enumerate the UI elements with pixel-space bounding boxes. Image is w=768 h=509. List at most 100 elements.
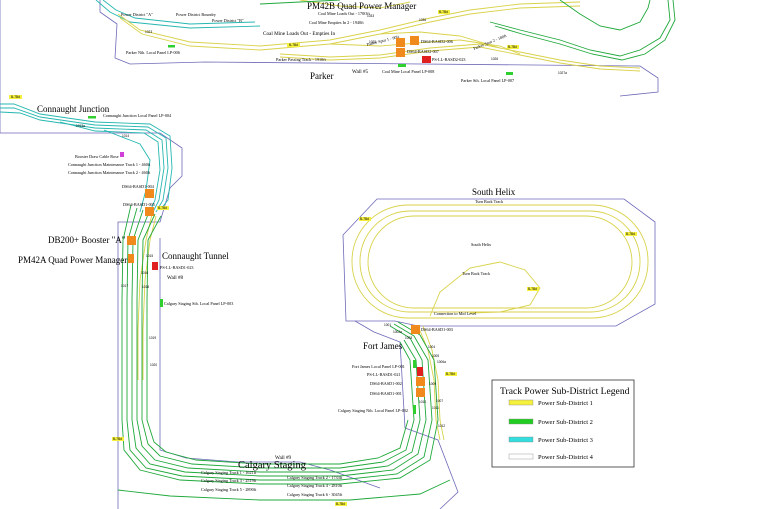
block-tag: B-7Bd: [9, 95, 22, 99]
helix-inner-label: South Helix: [471, 242, 492, 247]
parker-sth-panel[interactable]: [506, 72, 513, 75]
sub-district-1-track: [117, 0, 649, 441]
block-tag: B-7Bd: [438, 10, 450, 14]
legend: Track Power Sub-District Legend Power Su…: [491, 379, 635, 468]
svg-text:B-7Bd: B-7Bd: [626, 232, 635, 236]
cj-panel[interactable]: [88, 116, 96, 119]
svg-text:B-7Bd: B-7Bd: [11, 95, 20, 99]
ds-p3-device[interactable]: [422, 56, 431, 63]
ds-fj2-device[interactable]: [416, 388, 425, 397]
calgary-nth-panel[interactable]: [413, 405, 416, 414]
coal-out-label: Coal Mine Loads Out - 170Oft: [318, 11, 371, 16]
fort-james-boundary: [354, 320, 459, 509]
block-tag: B-7Bd: [287, 43, 300, 47]
ds-p2-device[interactable]: [396, 48, 405, 57]
svg-text:B-7Bd: B-7Bd: [113, 437, 122, 441]
district-boundaries: [0, 0, 659, 509]
helix-boundary: [342, 198, 656, 327]
calgary-nth-panel-label: Calgary Staging Nth. Local Panel LP-002: [338, 408, 408, 413]
legend-item: Power Sub-District 4: [508, 453, 594, 461]
switch-1015: 1015: [146, 254, 153, 258]
connaught-junction-title: Connaught Junction: [37, 104, 110, 114]
upper-boundary: [99, 0, 659, 97]
coal-loads-label: Coal Mine Loads Out - Empties In: [263, 31, 335, 37]
parker-sth-panel-label: Parker Sth. Local Panel LP-007: [461, 78, 514, 83]
wall8-label: Wall #8: [167, 275, 184, 281]
pm42a-device[interactable]: [128, 254, 134, 263]
sub-district-2-track: [117, 0, 676, 501]
turn-back-label: Turn Back Track: [475, 199, 504, 204]
ps-fj-label: PS-LL-BASD1-021: [367, 372, 401, 377]
switch-1016: 1016: [141, 271, 148, 275]
switch-1026: 1026: [491, 57, 498, 61]
ds-p0-device[interactable]: [410, 36, 419, 45]
parker-passing-label: Parker Passing Track - 1910ft: [276, 57, 327, 62]
left-boundary: [0, 0, 183, 509]
cj-maint2-label: Connaught Junction Maintenance Track 2 -…: [68, 170, 151, 175]
switch-1013: 1013a: [76, 124, 85, 128]
block-tags: B-7Bd B-7Bd B-7Bd B-7Bd B-7Bd B-7Bd B-7B…: [9, 10, 637, 506]
coal-empties-label: Coal Mine Empties In 2 - 1940ft: [309, 20, 364, 25]
ds-p3-label: PS-LL-BASD2-023: [432, 57, 466, 62]
switch-1018: 1018: [142, 285, 149, 289]
block-tag: B-7Bd: [625, 232, 637, 236]
switch-1019: 1019: [149, 336, 156, 340]
calgary-sth-panel[interactable]: [160, 299, 163, 307]
coal-panel-label: Coal Mine Local Panel LP-008: [382, 69, 434, 74]
switch-1020: 1020: [150, 363, 157, 367]
block-tag: B-7Bd: [157, 206, 169, 210]
helix-inner-track: [359, 210, 641, 313]
cj-maint1-label: Connaught Junction Maintenance Track 1 -…: [68, 162, 151, 167]
coal-panel[interactable]: [398, 64, 406, 67]
block-tag: B-7Bd: [445, 372, 457, 376]
ds-p1-device[interactable]: [396, 38, 405, 47]
cs1-label: Calgary Staging Track 1 - 1621ft: [201, 470, 257, 475]
pd-b-label: Power District "B": [212, 18, 244, 23]
switch-1036: 1036: [419, 18, 426, 22]
wall5-label: Wall #5: [352, 69, 369, 75]
cs2-label: Calgary Staging Track 2 - 1733ft: [287, 475, 343, 480]
helix-outer-track: [351, 204, 649, 319]
switch-1012: 1012: [438, 424, 445, 428]
pm42b-title: PM42B Quad Power Manager: [307, 1, 416, 11]
legend-label: Power Sub-District 4: [538, 454, 594, 461]
connaught-tunnel-title: Connaught Tunnel: [162, 251, 229, 261]
switch-1023: 1023: [145, 30, 152, 34]
ps-fj-device[interactable]: [417, 367, 423, 376]
ps-tunnel-device[interactable]: [152, 262, 158, 270]
fj-panel-label: Fort James Local Panel LP-001: [352, 364, 405, 369]
booster-rose[interactable]: [120, 152, 124, 157]
ds-fj1-device[interactable]: [416, 377, 425, 386]
switch-1004: 1004: [428, 345, 435, 349]
turn-back-inner-label: Turn Back Track: [462, 271, 491, 276]
legend-label: Power Sub-District 1: [538, 400, 593, 407]
legend-item: Power Sub-District 1: [508, 399, 593, 407]
ds-t2-device[interactable]: [145, 207, 154, 216]
cs3-label: Calgary Staging Track 3 - 2519ft: [201, 478, 257, 483]
legend-swatch: [508, 418, 534, 425]
ds-t1-device[interactable]: [145, 189, 154, 198]
switch-1011: 1011: [432, 406, 439, 410]
parker-nth-panel[interactable]: [168, 45, 175, 48]
ps-tunnel-label: PS-LL-BASD1-023: [160, 265, 194, 270]
cs5-label: Calgary Staging Track 5 - 2890ft: [201, 487, 257, 492]
cs4-label: Calgary Staging Track 4 - 2810ft: [287, 483, 343, 488]
tunnel-boundary: [159, 238, 381, 489]
parker-title: Parker: [310, 71, 334, 81]
legend-swatch: [508, 453, 534, 460]
switch-1006: 1006a: [437, 360, 446, 364]
switch-1025: 1025: [369, 40, 376, 44]
legend-item: Power Sub-District 2: [508, 418, 593, 426]
ds-p1-label: DS64-BASD2-006: [421, 39, 453, 44]
ds-helix-device[interactable]: [411, 325, 420, 334]
ds-helix-label: DS64-BASD1-003: [421, 327, 453, 332]
db200-device[interactable]: [127, 236, 136, 245]
connection-mid-label: Connection to Mid Level: [434, 311, 477, 316]
fj-panel[interactable]: [413, 360, 416, 368]
switch-1005: 1005: [432, 354, 439, 358]
sub-district-3-track: [0, 0, 261, 217]
switch-1014: 1014: [122, 134, 129, 138]
switch-1027: 1027a: [558, 71, 567, 75]
switch-1002: 1002a: [393, 330, 402, 334]
